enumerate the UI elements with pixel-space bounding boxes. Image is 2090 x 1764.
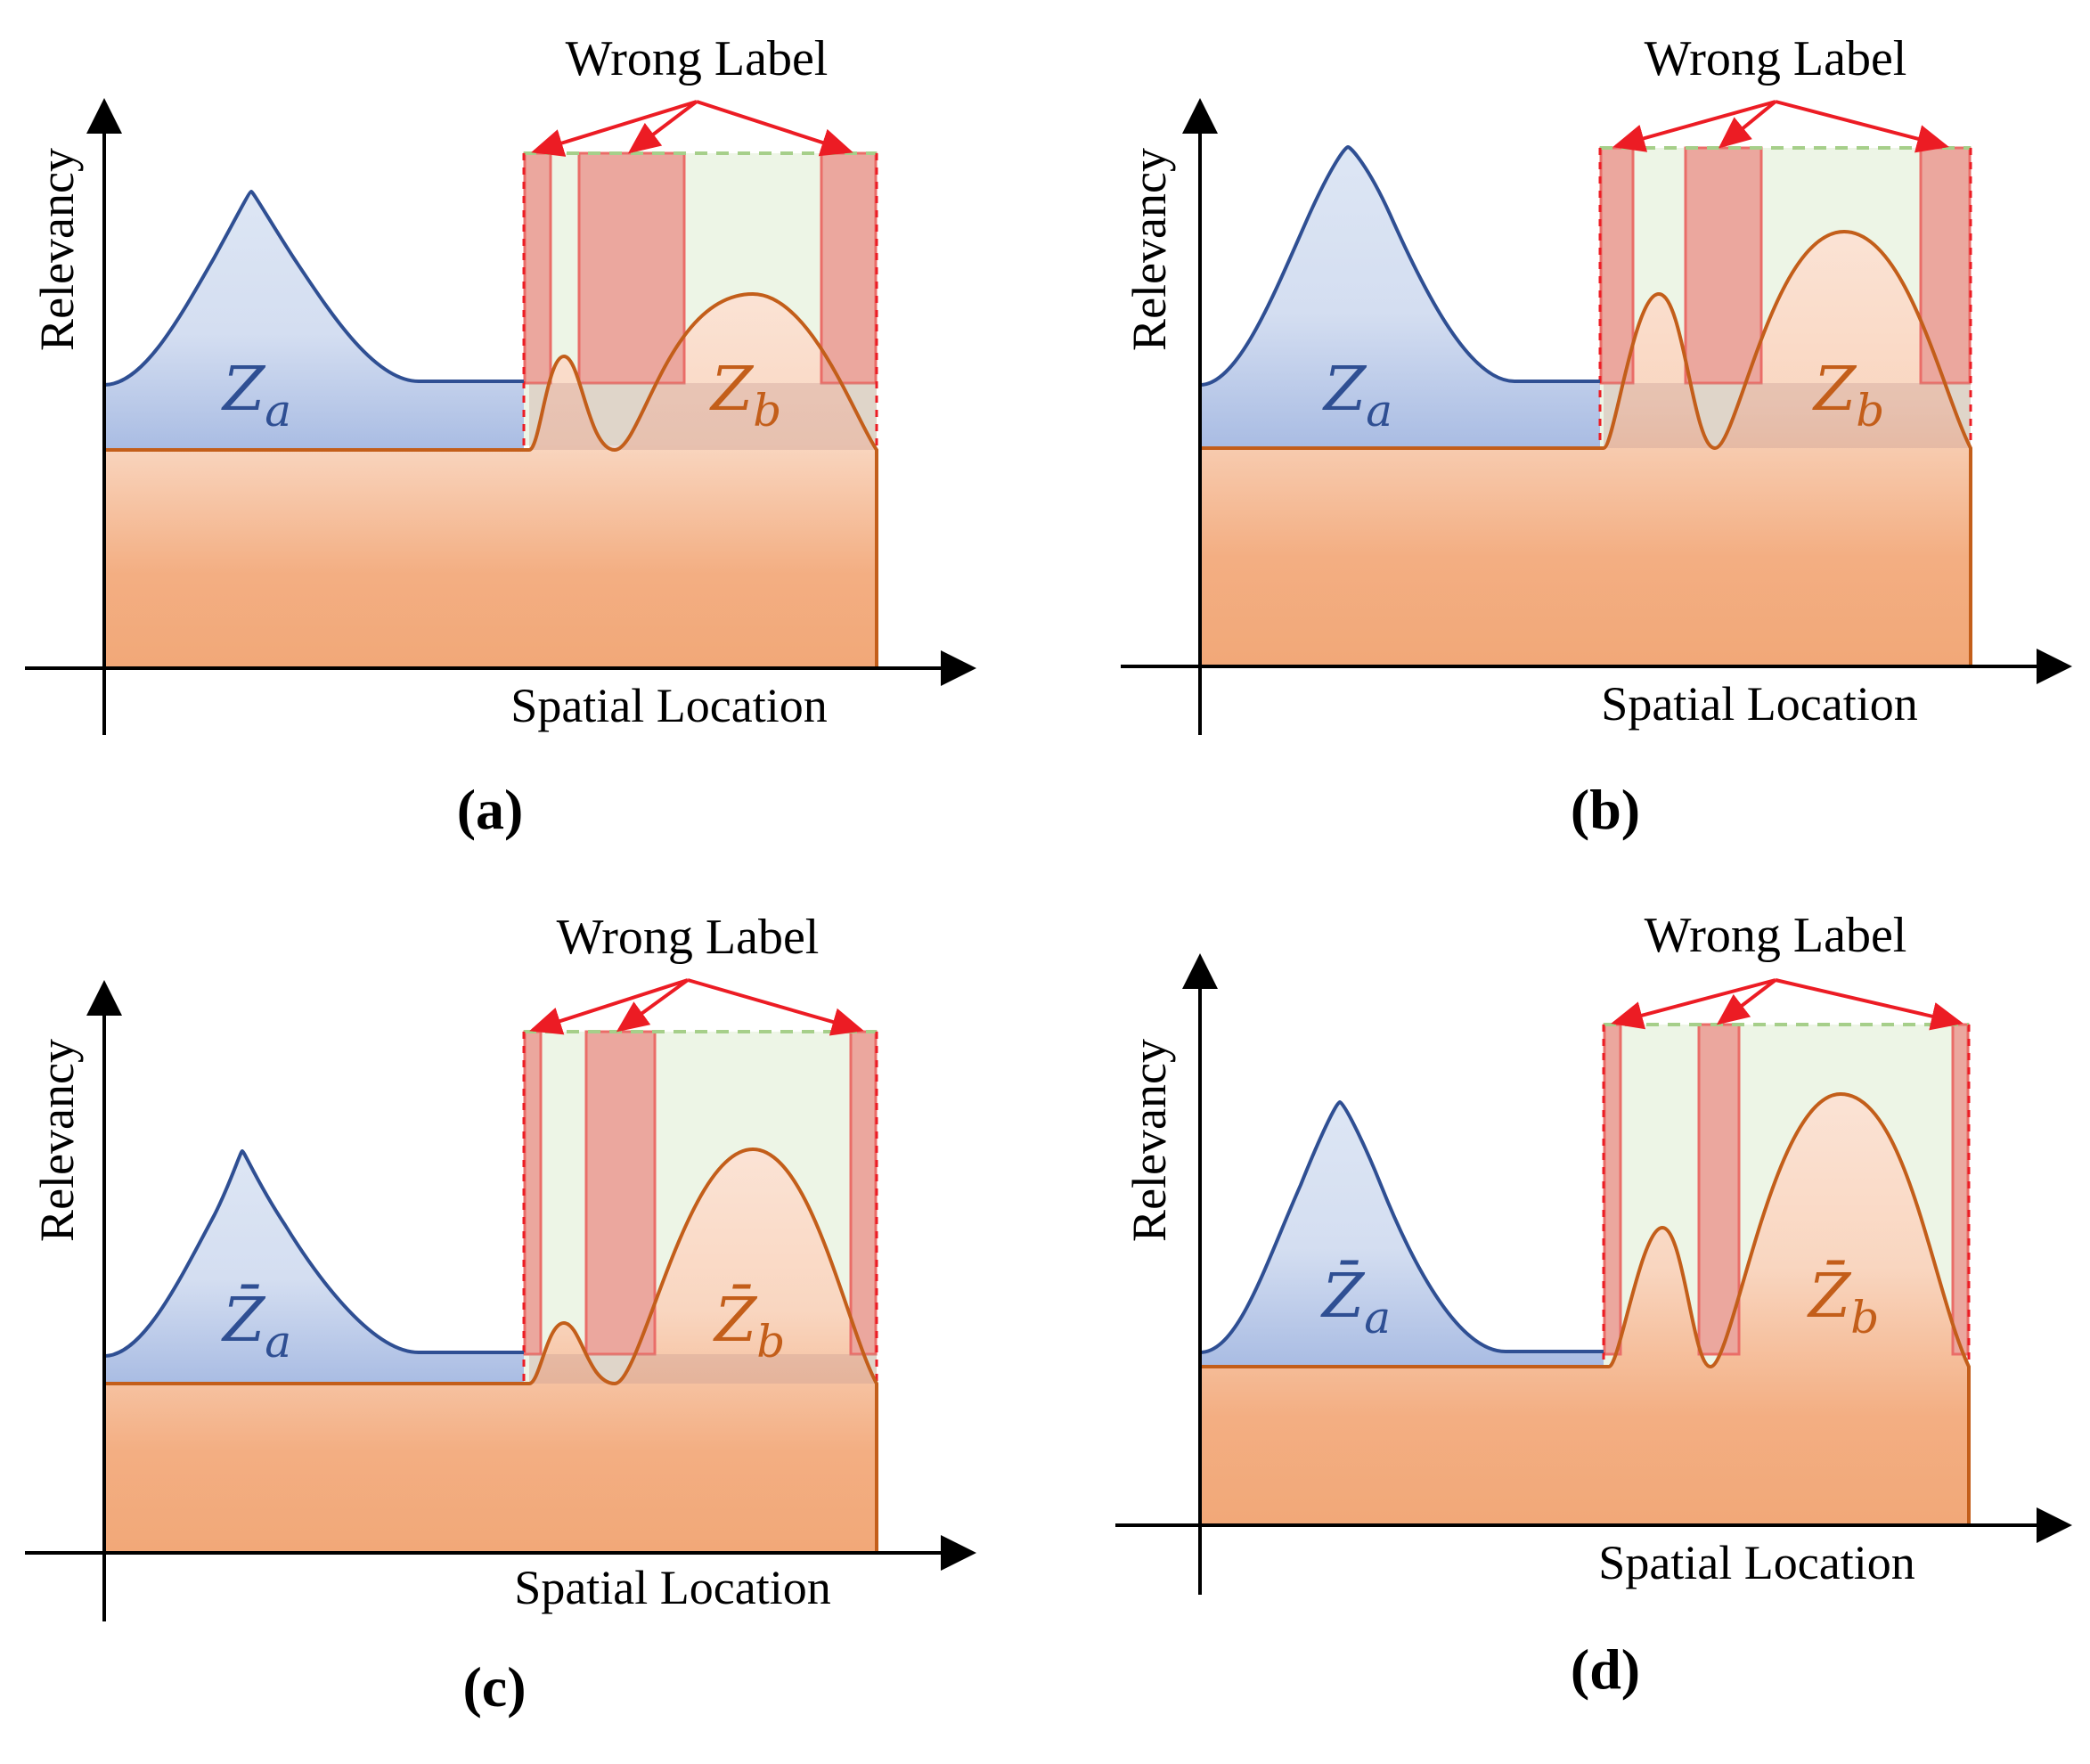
- wrong-label-arrow: [529, 978, 689, 1035]
- wrong-bar-2: [584, 1030, 657, 1356]
- wrong-bar-3: [820, 151, 878, 385]
- blue-curve: [103, 1148, 524, 1358]
- orange-curve: [104, 291, 878, 668]
- wrong-bar-1: [1603, 1023, 1622, 1356]
- x-axis-label: Spatial Location: [1601, 677, 1917, 731]
- orange-z-bar-label: Z̄b: [1807, 1262, 1879, 1343]
- wrong-bar-3: [1919, 146, 1972, 385]
- orange-relevancy-area: [1200, 1094, 1969, 1525]
- panel-caption: (c): [462, 1655, 526, 1719]
- bar-overlap-shade: [529, 383, 877, 450]
- panel-c: Wrong Label Relevancy Spatial Location Z…: [25, 910, 976, 1719]
- wrong-label-arrow: [616, 978, 690, 1033]
- wrong-label-arrow: [1718, 100, 1777, 149]
- wrong-bar-3: [849, 1030, 878, 1356]
- blue-z-label: Za: [1322, 355, 1392, 437]
- x-axis-label: Spatial Location: [514, 1561, 830, 1614]
- panel-caption: (d): [1571, 1637, 1640, 1701]
- panel-b: Wrong Label Relevancy Spatial Location Z…: [1121, 31, 2072, 841]
- orange-curve: [104, 1147, 878, 1553]
- blue-relevancy-area: [1200, 147, 1600, 448]
- blue-curve: [103, 189, 524, 387]
- orange-curve: [1200, 229, 1972, 666]
- wrong-bar-2: [1697, 1023, 1741, 1356]
- wrong-label-text: Wrong Label: [1645, 31, 1907, 86]
- wrong-label-text: Wrong Label: [1645, 908, 1907, 963]
- x-axis-label: Spatial Location: [510, 679, 827, 732]
- bar-overlap-shade: [1604, 383, 1971, 448]
- orange-z-label: Zb: [709, 355, 781, 437]
- wrong-label-arrow: [696, 100, 853, 157]
- wrong-bar-1: [523, 151, 552, 385]
- wrong-bar-2: [577, 151, 686, 385]
- wrong-bar-2: [1684, 146, 1763, 385]
- y-axis-label: Relevancy: [30, 148, 84, 351]
- blue-curve: [1199, 1099, 1604, 1354]
- wrong-label-text: Wrong Label: [557, 910, 820, 965]
- orange-relevancy-area: [104, 294, 877, 668]
- blue-relevancy-area: [104, 192, 524, 450]
- orange-relevancy-area: [104, 1149, 877, 1553]
- wrong-label-arrow: [1775, 978, 1963, 1031]
- wrong-label-arrow: [627, 100, 698, 154]
- wrong-label-arrow: [687, 978, 864, 1036]
- blue-curve: [1199, 144, 1600, 387]
- y-axis-label: Relevancy: [1123, 1039, 1176, 1242]
- blue-z-bar-label: Z̄a: [221, 1286, 291, 1368]
- orange-curve: [1200, 1091, 1971, 1525]
- blue-relevancy-area: [104, 1151, 524, 1384]
- wrong-bar-3: [1951, 1023, 1970, 1356]
- orange-z-bar-label: Z̄b: [713, 1286, 785, 1368]
- y-axis-label: Relevancy: [30, 1039, 84, 1242]
- panel-a: Wrong Label Relevancy Spatial Location Z…: [25, 31, 976, 841]
- blue-z-bar-label: Z̄a: [1320, 1262, 1391, 1343]
- panel-caption: (b): [1571, 778, 1640, 841]
- wrong-bar-1: [1599, 146, 1635, 385]
- orange-z-label: Zb: [1812, 355, 1884, 437]
- wrong-label-arrow: [1716, 978, 1777, 1025]
- wrong-label-arrow: [1611, 978, 1776, 1030]
- wrong-bar-1: [523, 1030, 543, 1356]
- wrong-label-arrow: [1775, 100, 1949, 153]
- bar-overlap-shade: [529, 1354, 877, 1384]
- y-axis-label: Relevancy: [1123, 148, 1176, 351]
- blue-z-label: Za: [221, 355, 291, 437]
- wrong-label-arrow: [1612, 100, 1776, 152]
- wrong-label-arrow: [531, 100, 698, 157]
- panel-d: Wrong Label Relevancy Spatial Location Z…: [1115, 908, 2072, 1701]
- wrong-label-text: Wrong Label: [566, 31, 829, 86]
- x-axis-label: Spatial Location: [1598, 1536, 1914, 1589]
- panel-caption: (a): [457, 778, 524, 841]
